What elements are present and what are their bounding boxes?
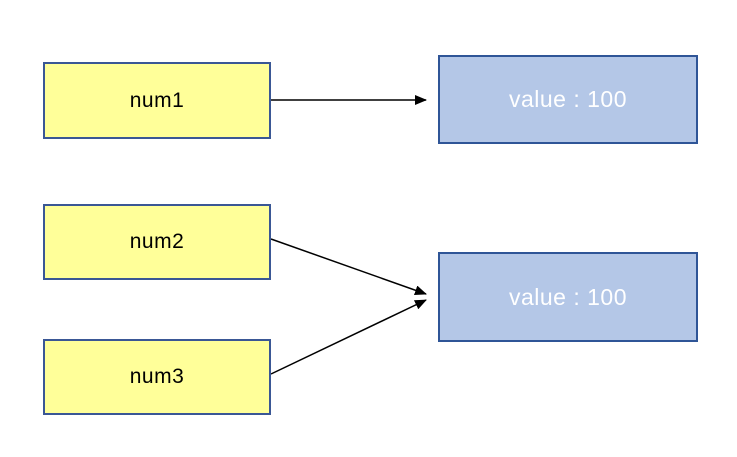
object-label-value2: value : 100 bbox=[508, 283, 628, 310]
variable-label-num3: num3 bbox=[129, 365, 185, 388]
variable-label-num2: num2 bbox=[129, 230, 185, 253]
variable-box-num2: num2 bbox=[43, 204, 271, 280]
object-box-value2: value : 100 bbox=[438, 252, 698, 342]
variable-label-num1: num1 bbox=[129, 88, 185, 112]
object-label-value1: value : 100 bbox=[508, 86, 628, 112]
arrow-num3-to-value2 bbox=[270, 299, 427, 375]
arrow-num2-to-value2 bbox=[270, 238, 427, 296]
variable-box-num3: num3 bbox=[43, 339, 271, 415]
object-box-value1: value : 100 bbox=[438, 55, 698, 144]
variable-box-num1: num1 bbox=[43, 62, 271, 139]
